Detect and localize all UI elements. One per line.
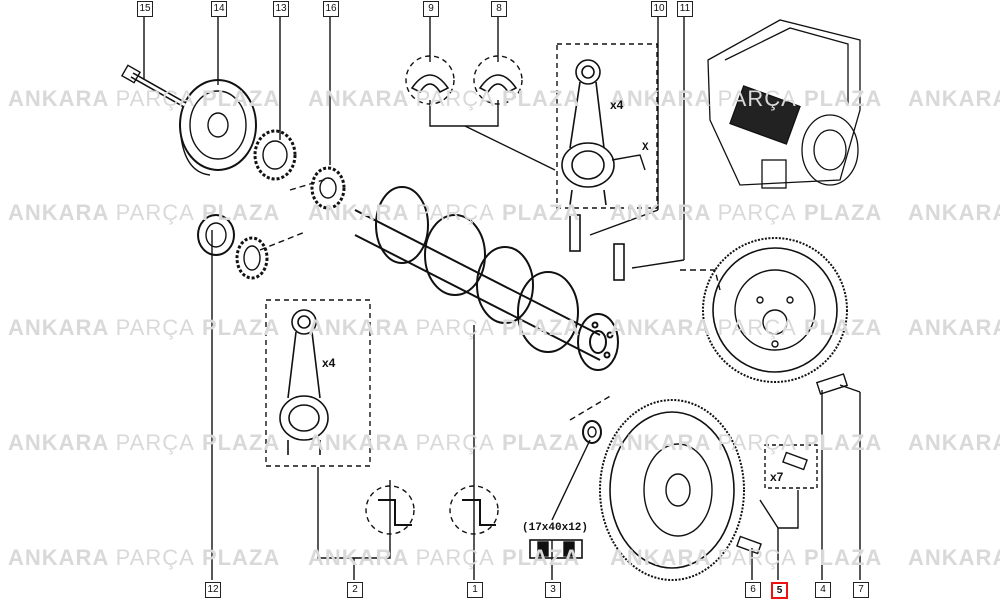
callout-1[interactable]: 1	[467, 582, 483, 598]
callout-7[interactable]: 7	[853, 582, 869, 598]
watermark-text: ANKARA PARÇA PLAZA	[8, 86, 281, 111]
quantity-label-top-rod: x4	[610, 98, 624, 112]
watermark-text: ANKARA	[908, 315, 1000, 340]
watermark-text: ANKARA PARÇA PLAZA	[610, 200, 883, 225]
callout-3[interactable]: 3	[545, 582, 561, 598]
callout-15[interactable]: 15	[137, 1, 153, 17]
callout-13[interactable]: 13	[273, 1, 289, 17]
callout-11[interactable]: 11	[677, 1, 693, 17]
callout-5-highlighted[interactable]: 5	[771, 582, 788, 599]
callout-16[interactable]: 16	[323, 1, 339, 17]
watermark-text: ANKARA PARÇA PLAZA	[8, 315, 281, 340]
quantity-label-bolts: x7	[770, 470, 784, 484]
callout-10[interactable]: 10	[651, 1, 667, 17]
callout-12[interactable]: 12	[205, 582, 221, 598]
watermark-text: ANKARA PARÇA PLAZA	[8, 430, 281, 455]
watermark-text: ANKARA PARÇA PLAZA	[610, 86, 883, 111]
watermark-text: ANKARA PARÇA PLAZA	[8, 545, 281, 570]
watermark-text: ANKARA PARÇA PLAZA	[610, 545, 883, 570]
bearing-dimension-label: (17x40x12)	[522, 522, 589, 534]
callout-4[interactable]: 4	[815, 582, 831, 598]
callout-6[interactable]: 6	[745, 582, 761, 598]
quantity-label-bottom-rod: x4	[322, 356, 336, 370]
callout-9[interactable]: 9	[423, 1, 439, 17]
watermark-text: ANKARA PARÇA PLAZA	[8, 200, 281, 225]
dimension-x-label: X	[642, 142, 649, 154]
watermark-text: ANKARA PARÇA PLAZA	[308, 315, 581, 340]
watermark-text: ANKARA PARÇA PLAZA	[610, 315, 883, 340]
watermark-text: ANKARA	[908, 430, 1000, 455]
watermark-text: ANKARA PARÇA PLAZA	[308, 430, 581, 455]
callout-14[interactable]: 14	[211, 1, 227, 17]
watermark-text: ANKARA PARÇA PLAZA	[610, 430, 883, 455]
watermark-text: ANKARA PARÇA PLAZA	[308, 86, 581, 111]
watermark-text: ANKARA	[908, 86, 1000, 111]
watermark-text: ANKARA	[908, 200, 1000, 225]
watermark-text: ANKARA PARÇA PLAZA	[308, 200, 581, 225]
watermark-text: ANKARA	[908, 545, 1000, 570]
callout-8[interactable]: 8	[491, 1, 507, 17]
callout-2[interactable]: 2	[347, 582, 363, 598]
watermark-text: ANKARA PARÇA PLAZA	[308, 545, 581, 570]
